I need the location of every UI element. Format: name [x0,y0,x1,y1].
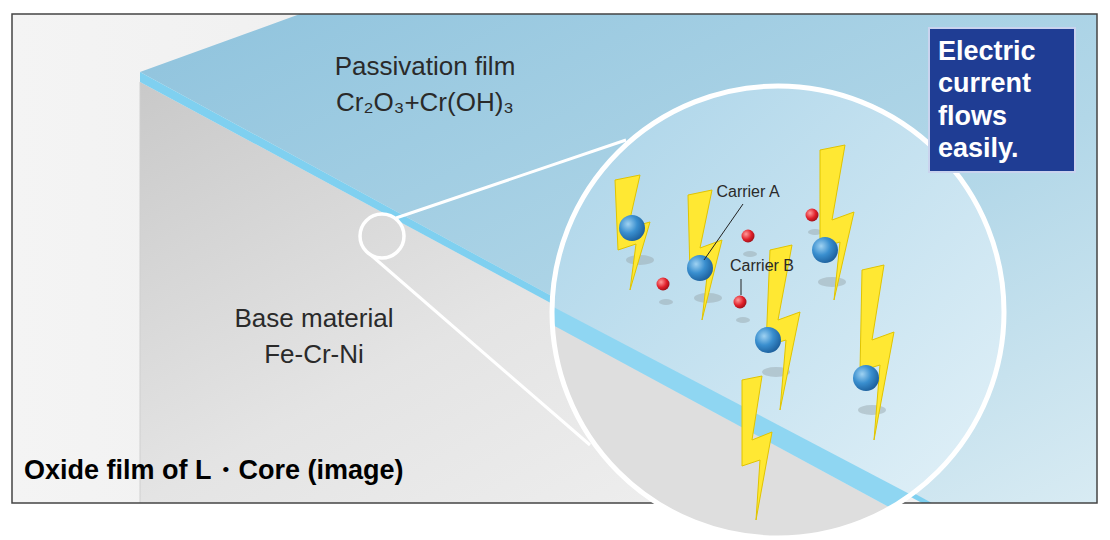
carrier-label: Carrier A [716,183,779,201]
callout-text: Electric current flows easily. [938,35,1066,165]
layer-name: Passivation film [335,52,516,82]
carrier-label: Carrier B [730,257,794,275]
caption: Oxide film of L・Core (image) [24,454,404,486]
chemical-formula: Cr₂O₃+Cr(OH)₃ [336,88,514,118]
chemical-formula: Fe-Cr-Ni [264,340,364,370]
layer-name: Base material [235,304,394,334]
callout-box: Electric current flows easily. [928,27,1076,173]
